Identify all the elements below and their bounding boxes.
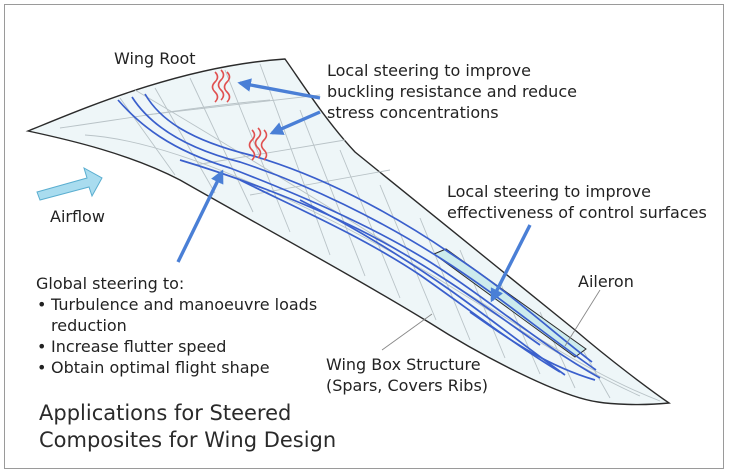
global-steering-callout: Global steering to: • Turbulence and man… [36, 273, 317, 378]
bullet-icon: • [37, 337, 47, 356]
global-steering-list: • Turbulence and manoeuvre loads reducti… [36, 294, 317, 378]
local-buckling-line-2: buckling resistance and reduce [327, 82, 577, 101]
wing-box-line-2: (Spars, Covers Ribs) [326, 376, 489, 395]
stress-concentration-icon [211, 69, 268, 161]
local-buckling-line-1: Local steering to improve [327, 61, 531, 80]
list-item-text: Obtain optimal flight shape [51, 358, 270, 377]
airflow-arrow-icon [36, 166, 103, 201]
local-control-callout: Local steering to improve effectiveness … [447, 181, 707, 223]
wing-box-line-1: Wing Box Structure [326, 355, 481, 374]
list-item-text: Turbulence and manoeuvre loads [51, 295, 318, 314]
figure-title: Applications for Steered Composites for … [39, 400, 336, 454]
global-steering-heading: Global steering to: [36, 274, 185, 293]
airflow-label: Airflow [50, 207, 105, 226]
wing-box-label: Wing Box Structure (Spars, Covers Ribs) [326, 354, 488, 396]
figure-title-line-1: Applications for Steered [39, 401, 292, 425]
leader-lines [381, 289, 601, 351]
bullet-icon: • [37, 358, 47, 377]
aileron-surface [432, 248, 587, 358]
figure-title-line-2: Composites for Wing Design [39, 428, 337, 452]
callout-arrows [176, 78, 532, 303]
list-item: • Obtain optimal flight shape [36, 357, 317, 378]
local-control-line-2: effectiveness of control surfaces [447, 203, 707, 222]
list-item-text-cont: reduction [51, 316, 127, 335]
local-control-line-1: Local steering to improve [447, 182, 651, 201]
list-item: • Increase flutter speed [36, 336, 317, 357]
aileron-label: Aileron [578, 272, 634, 291]
list-item-text: Increase flutter speed [51, 337, 227, 356]
wing-root-label: Wing Root [114, 49, 196, 68]
steered-fiber-paths [117, 93, 601, 381]
list-item: • Turbulence and manoeuvre loads reducti… [36, 294, 317, 336]
local-buckling-line-3: stress concentrations [327, 103, 499, 122]
local-buckling-callout: Local steering to improve buckling resis… [327, 60, 577, 123]
bullet-icon: • [37, 295, 47, 314]
